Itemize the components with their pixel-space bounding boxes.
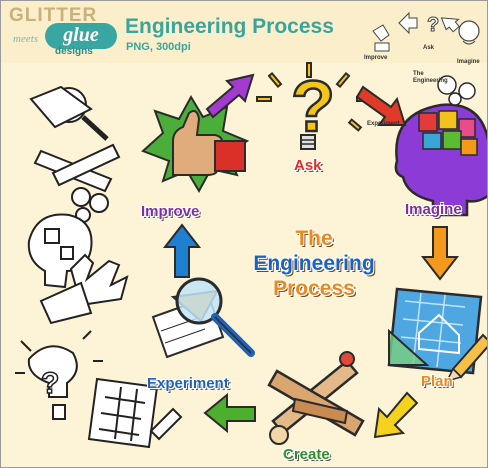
brand-line-4: designs — [55, 46, 93, 57]
mini-label-improve: Improve — [364, 55, 388, 61]
stage-label-plan: Plan — [421, 373, 453, 390]
stage-label-imagine: Imagine — [405, 201, 462, 218]
mini-diagram-icon: ? — [372, 11, 480, 52]
stage-label-ask: Ask — [294, 157, 322, 174]
header-bar: GLITTER meets glue designs Engineering P… — [1, 1, 487, 63]
brand-line-3: glue — [45, 23, 117, 49]
experiment-icon — [151, 277, 255, 359]
improve-icon — [141, 94, 250, 194]
stage-label-experiment: Experiment — [147, 375, 229, 392]
center-title-line-3: Process — [273, 277, 355, 300]
svg-text:?: ? — [41, 367, 59, 400]
brand-logo: GLITTER meets glue designs — [9, 5, 121, 57]
stage-label-create: Create — [283, 446, 330, 463]
page-title: Engineering Process — [125, 15, 334, 38]
arrow-imagine-to-plan — [420, 226, 460, 281]
arrow-ask-to-imagine — [355, 85, 407, 126]
svg-text:?: ? — [427, 14, 439, 36]
create-icon — [267, 351, 365, 445]
mini-label-ask: Ask — [423, 45, 435, 51]
brand-line-2: meets — [13, 33, 39, 45]
outline-doodles-left: ? — [15, 85, 183, 449]
stage-label-improve: Improve — [141, 203, 200, 220]
mini-label-the-engineering: The Engineering — [413, 71, 448, 84]
ask-icon: ? — [256, 62, 372, 150]
center-title-line-2: Engineering — [253, 252, 375, 275]
imagine-icon — [394, 75, 487, 217]
center-title: The Engineering Process — [229, 226, 399, 301]
brand-line-1: GLITTER — [9, 5, 98, 26]
arrow-experiment-to-improve — [162, 223, 202, 278]
arrow-create-to-experiment — [203, 392, 256, 434]
center-title-line-1: The — [295, 227, 333, 250]
mini-label-experiment: Experiment — [367, 121, 400, 127]
page-subtitle: PNG, 300dpi — [126, 41, 191, 53]
arrow-plan-to-create — [373, 391, 419, 439]
arrow-improve-to-ask — [205, 73, 255, 119]
plan-icon — [387, 287, 487, 383]
mini-label-imagine: Imagine — [457, 59, 480, 65]
